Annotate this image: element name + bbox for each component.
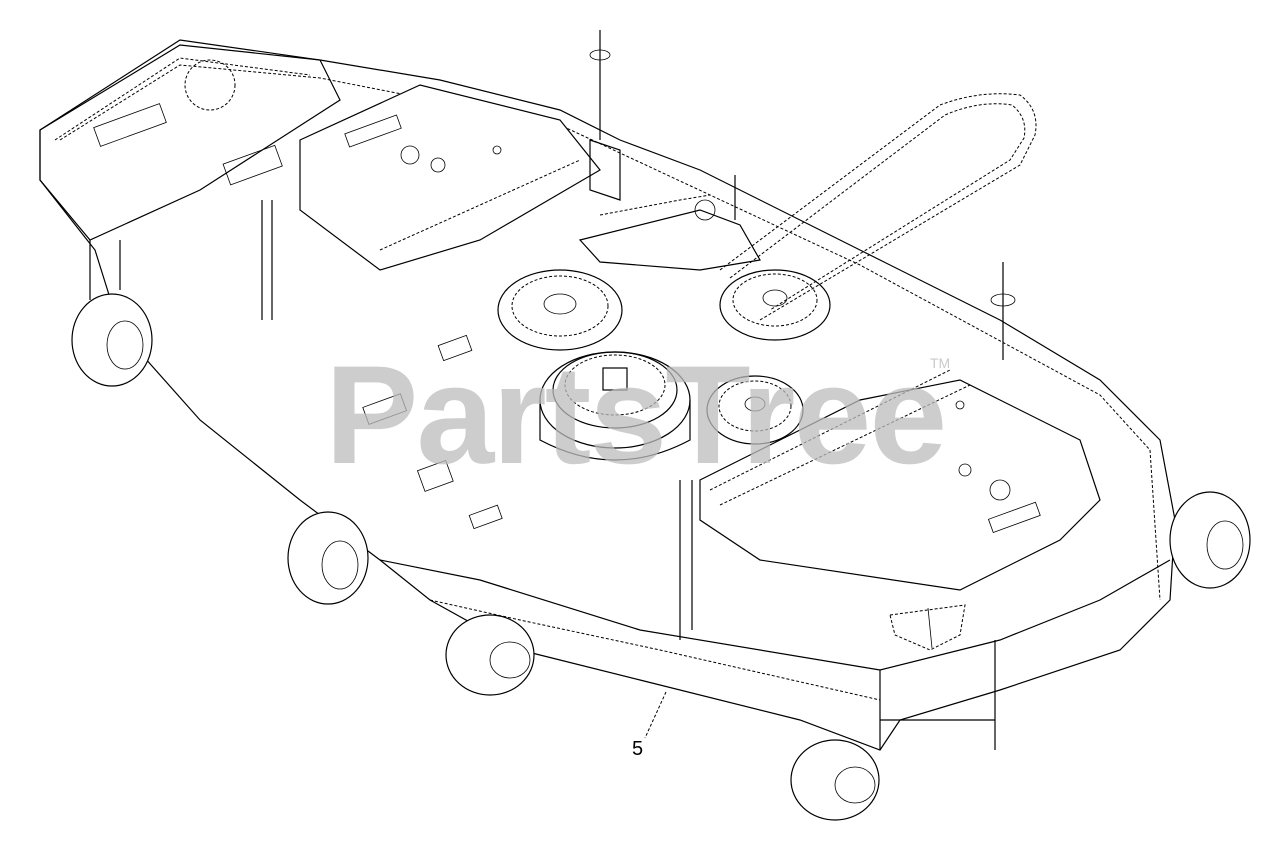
height-adjust-rod-right (990, 262, 1016, 360)
gauge-wheel-rear-center (790, 739, 880, 821)
callout-5-leader (644, 691, 667, 739)
deck-housing (39, 44, 1176, 751)
trademark-symbol: TM (930, 355, 951, 371)
idler-arm (578, 175, 761, 271)
left-belt-cover (299, 84, 601, 271)
warning-decal-front (889, 604, 966, 651)
gauge-wheel-rear-left (445, 614, 535, 696)
gauge-wheel-right (1169, 491, 1251, 589)
gauge-wheel-left (287, 511, 369, 605)
warning-decals-side (362, 334, 503, 530)
right-belt-cover (699, 369, 1101, 591)
left-spindle-pulley (497, 269, 623, 351)
height-adjust-rod-left (589, 30, 621, 201)
gauge-wheel-front-left (71, 293, 153, 387)
center-spindle-pulley (539, 351, 691, 461)
drive-belt (719, 93, 1037, 321)
support-post-left (261, 200, 273, 320)
support-post-center (679, 480, 693, 640)
callout-label-5[interactable]: 5 (632, 738, 644, 760)
right-spindle-pulley (719, 269, 831, 341)
idler-pulley (706, 375, 804, 445)
left-shroud (39, 39, 341, 300)
